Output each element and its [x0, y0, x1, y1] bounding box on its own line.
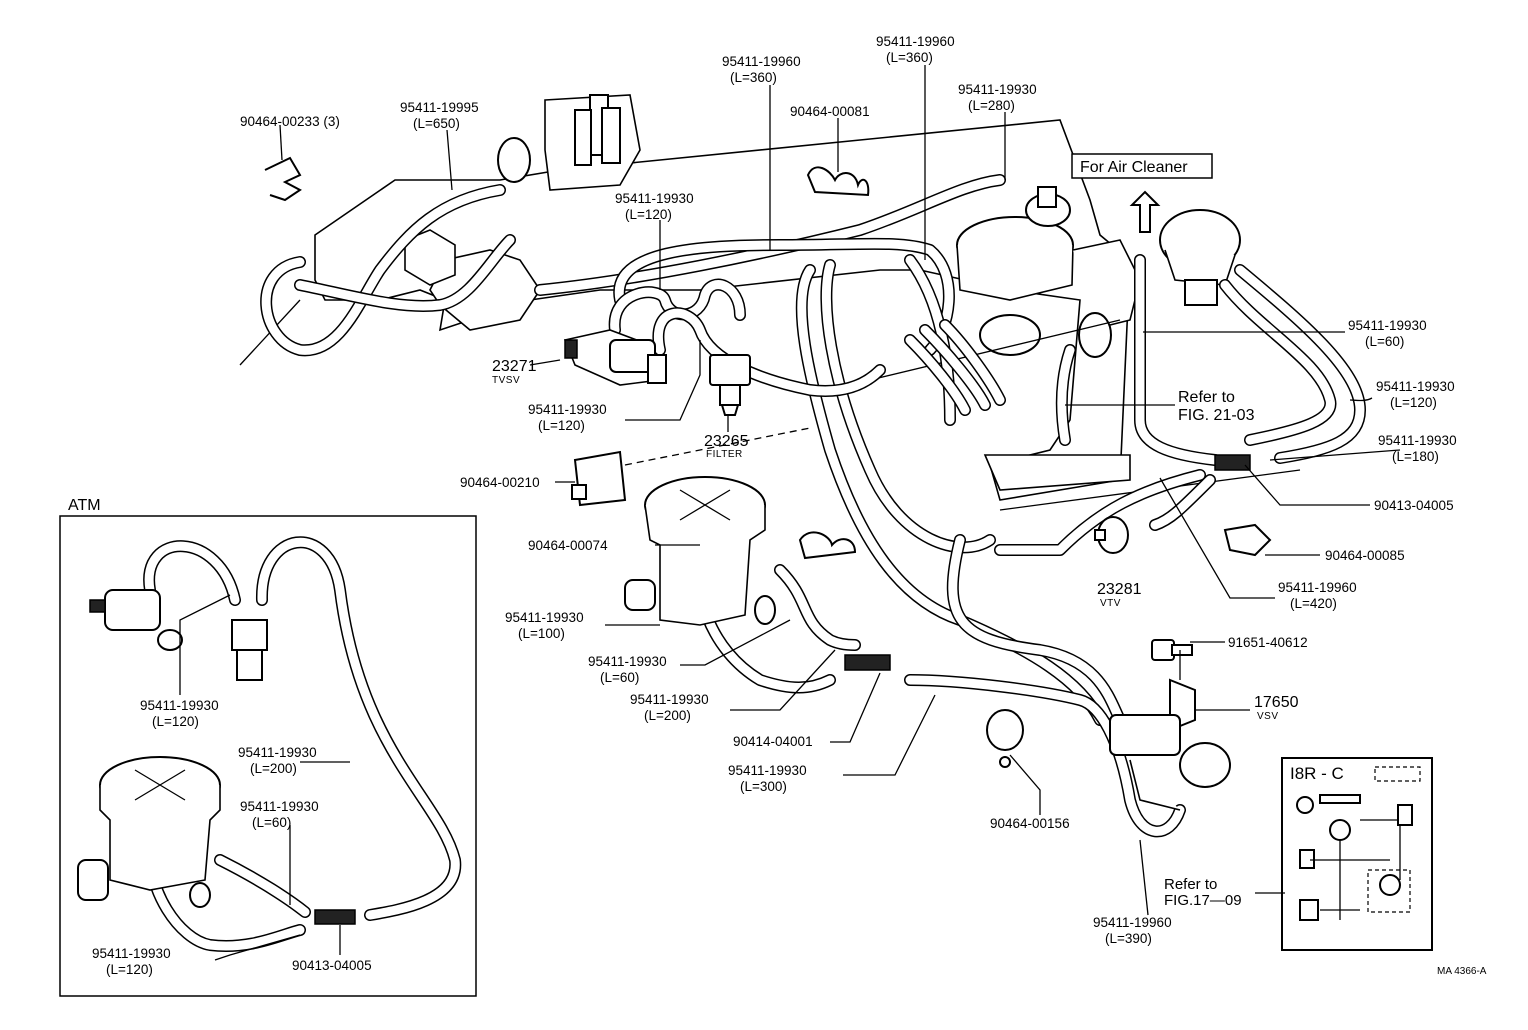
drawing-number: MA 4366-A — [1437, 966, 1487, 977]
air-cleaner-box — [1071, 153, 1213, 179]
filter-part — [709, 354, 751, 416]
clip-90464-00085 — [1223, 523, 1272, 557]
label-90464-00081: 90464-00081 — [790, 104, 870, 119]
vtv-number: 23281 — [1097, 581, 1142, 598]
label-atm-95411-19930-60: 95411-19930 — [240, 799, 319, 814]
air-cleaner-label: For Air Cleaner — [1080, 159, 1188, 176]
label-90414-04001: 90414-04001 — [733, 734, 813, 749]
filter-name: FILTER — [706, 449, 743, 460]
label-95411-19930-60: 95411-19930 — [1348, 318, 1427, 333]
label-atm-95411-19930-120-top-length: (L=120) — [152, 714, 199, 729]
label-95411-19930-200-length: (L=200) — [644, 708, 691, 723]
label-95411-19960-390-length: (L=390) — [1105, 931, 1152, 946]
label-95411-19930-60-canister-length: (L=60) — [600, 670, 639, 685]
label-95411-19960-420-length: (L=420) — [1290, 596, 1337, 611]
label-95411-19930-120-right: 95411-19930 — [1376, 379, 1455, 394]
label-atm-95411-19930-120-bottom: 95411-19930 — [92, 946, 171, 961]
label-95411-19995: 95411-19995 — [400, 100, 479, 115]
label-95411-19930-180: 95411-19930 — [1378, 433, 1457, 448]
tvsv-number: 23271 — [492, 358, 537, 375]
clip-90464-00233 — [264, 156, 302, 202]
label-atm-90413-04005: 90413-04005 — [292, 958, 372, 973]
vsv-number: 17650 — [1254, 694, 1299, 711]
label-95411-19930-60-length: (L=60) — [1365, 334, 1404, 349]
label-95411-19930-60-canister: 95411-19930 — [588, 654, 667, 669]
label-atm-95411-19930-120-bottom-length: (L=120) — [106, 962, 153, 977]
vtv-part — [1094, 516, 1129, 554]
label-95411-19960-420: 95411-19960 — [1278, 580, 1357, 595]
part-labels: 90464-00233 (3) 95411-19995 (L=650) 9541… — [92, 34, 1457, 977]
label-95411-19930-100: 95411-19930 — [505, 610, 584, 625]
label-95411-19960-a: 95411-19960 — [722, 54, 801, 69]
atm-inset — [59, 515, 477, 997]
component-callouts: 23271 TVSV 23265 FILTER 23281 VTV 17650 … — [492, 358, 1299, 722]
label-90464-00085: 90464-00085 — [1325, 548, 1405, 563]
hose-clamp-90464-00156 — [986, 709, 1024, 768]
clip-90464-00074 — [798, 531, 857, 560]
leader-lines — [179, 65, 1401, 961]
label-90464-00074: 90464-00074 — [528, 538, 608, 553]
hoses-main — [260, 174, 1366, 838]
label-95411-19960-390: 95411-19960 — [1093, 915, 1172, 930]
refer-fig17-line2: FIG.17—09 — [1164, 892, 1242, 909]
filter-number: 23265 — [704, 433, 749, 450]
charcoal-canister — [624, 476, 776, 626]
label-95411-19960-a-length: (L=360) — [730, 70, 777, 85]
atm-label: ATM — [68, 497, 101, 514]
label-atm-95411-19930-60-length: (L=60) — [252, 815, 291, 830]
label-95411-19960-b-length: (L=360) — [886, 50, 933, 65]
label-91651-40612: 91651-40612 — [1228, 635, 1308, 650]
label-95411-19930-120-top-length: (L=120) — [625, 207, 672, 222]
refer-fig21-line1: Refer to — [1178, 389, 1235, 406]
vsv-name: VSV — [1257, 711, 1279, 722]
refer-fig17-line1: Refer to — [1164, 876, 1217, 893]
label-95411-19930-120-tvsv-length: (L=120) — [538, 418, 585, 433]
inset-title: I8R - C — [1290, 764, 1344, 783]
label-90413-04005: 90413-04005 — [1374, 498, 1454, 513]
label-95411-19930-300-length: (L=300) — [740, 779, 787, 794]
label-95411-19930-100-length: (L=100) — [518, 626, 565, 641]
label-95411-19930-180-length: (L=180) — [1392, 449, 1439, 464]
vtv-name: VTV — [1100, 598, 1121, 609]
tee-90414-04001 — [844, 654, 891, 671]
label-95411-19930-120-right-length: (L=120) — [1390, 395, 1437, 410]
label-90464-00210: 90464-00210 — [460, 475, 540, 490]
label-90464-00156: 90464-00156 — [990, 816, 1070, 831]
label-95411-19995-length: (L=650) — [413, 116, 460, 131]
label-95411-19930-300: 95411-19930 — [728, 763, 807, 778]
label-atm-95411-19930-200: 95411-19930 — [238, 745, 317, 760]
clip-90464-00081 — [806, 166, 870, 197]
engine-outline — [239, 94, 1301, 511]
vsv-part — [1109, 678, 1231, 811]
label-95411-19930-200: 95411-19930 — [630, 692, 709, 707]
label-95411-19960-b: 95411-19960 — [876, 34, 955, 49]
tvsv-part — [563, 329, 667, 386]
label-95411-19930-280-length: (L=280) — [968, 98, 1015, 113]
clip-90464-00210 — [571, 450, 627, 507]
label-95411-19930-120-tvsv: 95411-19930 — [528, 402, 607, 417]
tee-90413-04005 — [1214, 454, 1251, 471]
label-90464-00233: 90464-00233 (3) — [240, 114, 340, 129]
label-atm-95411-19930-120-top: 95411-19930 — [140, 698, 219, 713]
filter-guideline — [624, 427, 811, 466]
bolt-91651-40612 — [1151, 639, 1193, 661]
refer-fig21-line2: FIG. 21-03 — [1178, 407, 1255, 424]
engine-inset-18rc — [1281, 757, 1433, 951]
tvsv-name: TVSV — [492, 375, 520, 386]
label-95411-19930-120-top: 95411-19930 — [615, 191, 694, 206]
label-95411-19930-280: 95411-19930 — [958, 82, 1037, 97]
label-atm-95411-19930-200-length: (L=200) — [250, 761, 297, 776]
